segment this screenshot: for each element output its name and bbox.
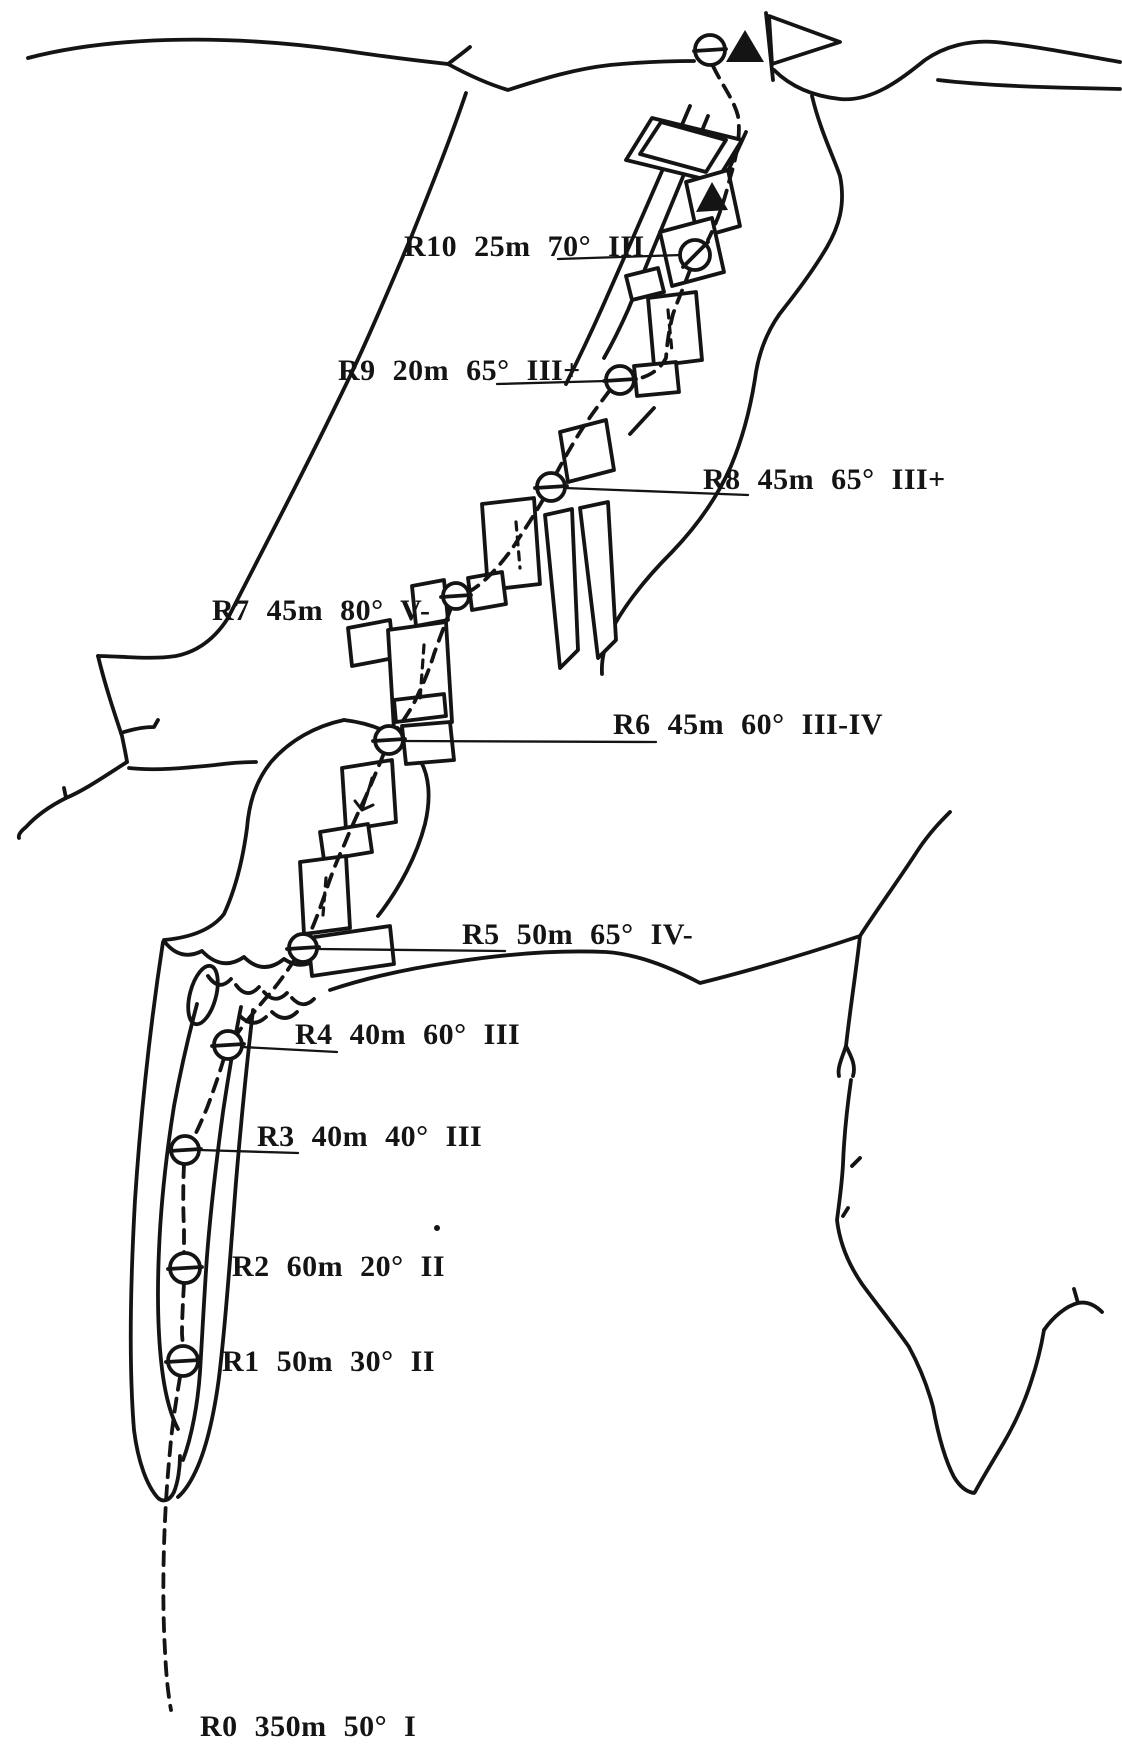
leader-line-r6 [402, 739, 658, 744]
pitch-label-r4: R4 40m 60° III [295, 1018, 520, 1051]
rock-pillar [578, 500, 618, 660]
rock-block [638, 120, 728, 174]
gully-outline [128, 940, 255, 1503]
leader-line-r8 [563, 486, 750, 497]
route-dashed-line [161, 64, 741, 1712]
band-oval-rock [186, 963, 220, 1027]
pitch-label-r8: R8 45m 65° III+ [703, 463, 946, 496]
pitch-label-r2: R2 60m 20° II [232, 1250, 445, 1283]
leader-line-r5 [316, 947, 507, 953]
rock-block [624, 266, 666, 302]
triangle-marker-icon [696, 182, 728, 212]
rock-block [558, 418, 616, 484]
pitch-label-r10: R10 25m 70° III [404, 230, 645, 263]
cracks-left [16, 654, 258, 840]
pitch-label-r0: R0 350m 50° I [200, 1710, 416, 1743]
leader-line-r9 [495, 379, 608, 386]
belay-stations [164, 33, 728, 1378]
leader-line-r10 [556, 253, 684, 261]
summit-symbols [726, 11, 842, 82]
right-face-outline [600, 94, 844, 676]
rock-block [632, 360, 681, 398]
rock-block [340, 758, 398, 832]
pitch-label-r1: R1 50m 30° II [222, 1345, 435, 1378]
leader-line-r3 [197, 1148, 300, 1155]
pitch-labels: R10 25m 70° III R9 20m 65° III+ R8 45m 6… [200, 230, 946, 1743]
skyline-left-face [96, 91, 468, 660]
rock-block [400, 720, 456, 766]
pitch-label-r3: R3 40m 40° III [257, 1120, 482, 1153]
summit-flag-icon [767, 14, 842, 66]
rock-block [480, 496, 542, 592]
rock-block [306, 924, 396, 978]
label-leader-lines [197, 253, 750, 1155]
rock-pillar [543, 507, 580, 670]
leader-line-r4 [240, 1045, 339, 1054]
rock-blocks [298, 116, 744, 978]
ink-dot [434, 1225, 440, 1231]
ridgeline-right [772, 39, 1122, 102]
pitch-label-r9: R9 20m 65° III+ [338, 354, 581, 387]
pitch-label-r7: R7 45m 80° V- [212, 594, 431, 627]
rock-block [646, 290, 704, 368]
pitch-label-r5: R5 50m 65° IV- [462, 918, 693, 951]
pitch-label-r6: R6 45m 60° III-IV [613, 708, 883, 741]
cracks-right [328, 810, 1104, 1495]
summit-triangle-icon [726, 30, 764, 62]
ridgeline-left [26, 37, 696, 92]
